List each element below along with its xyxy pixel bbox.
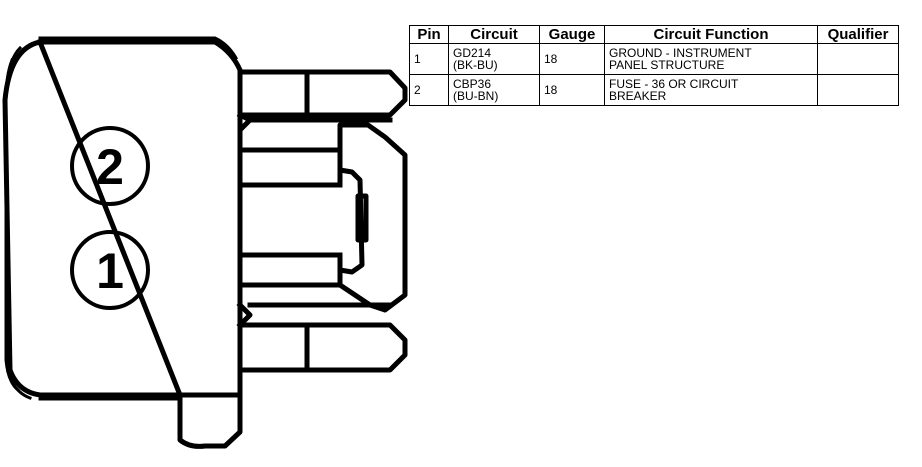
cavity-1-label: 1 <box>96 243 124 299</box>
latch-button <box>355 193 369 243</box>
circuit-code: GD214 <box>453 46 492 60</box>
function-line: PANEL STRUCTURE <box>609 58 725 72</box>
cell-pin: 2 <box>409 74 449 106</box>
table-header-row: Pin Circuit Gauge Circuit Function Quali… <box>409 25 899 44</box>
cell-function: FUSE - 36 OR CIRCUIT BREAKER <box>604 74 818 106</box>
terminal-tab-base <box>236 111 393 133</box>
cell-gauge: 18 <box>539 74 605 106</box>
circuit-color: (BU-BN) <box>453 89 499 103</box>
header-pin: Pin <box>409 25 449 44</box>
cell-pin: 1 <box>409 43 449 75</box>
header-circuit: Circuit <box>448 25 540 44</box>
cell-gauge: 18 <box>539 43 605 75</box>
latch-frame <box>237 122 408 313</box>
circuit-color: (BK-BU) <box>453 58 498 72</box>
cell-qualifier <box>817 43 899 75</box>
cavity-2-circle <box>70 126 150 206</box>
connector-drawing: 2 1 <box>2 36 408 449</box>
cavity-2-label: 2 <box>96 139 124 195</box>
cell-circuit: CBP36 (BU-BN) <box>448 74 540 106</box>
function-line: GROUND - INSTRUMENT <box>609 46 752 60</box>
circuit-code: CBP36 <box>453 77 492 91</box>
cavity-1-circle <box>70 230 150 310</box>
function-line: BREAKER <box>609 89 667 103</box>
header-circuit-function: Circuit Function <box>604 25 818 44</box>
table-row: 2 CBP36 (BU-BN) 18 FUSE - 36 OR CIRCUIT … <box>409 74 899 106</box>
function-line: FUSE - 36 OR CIRCUIT <box>609 77 739 91</box>
cell-function: GROUND - INSTRUMENT PANEL STRUCTURE <box>604 43 818 75</box>
connector-edge-layer <box>6 45 32 400</box>
header-qualifier: Qualifier <box>817 25 899 44</box>
cell-circuit: GD214 (BK-BU) <box>448 43 540 75</box>
connector-edge-layer <box>38 36 239 61</box>
cell-qualifier <box>817 74 899 106</box>
header-gauge: Gauge <box>539 25 605 44</box>
latch-inner <box>237 167 365 275</box>
pin-table: Pin Circuit Gauge Circuit Function Quali… <box>409 25 899 106</box>
terminal-tab-base <box>236 301 393 329</box>
terminal-tab-upper <box>237 69 408 118</box>
table-row: 1 GD214 (BK-BU) 18 GROUND - INSTRUMENT P… <box>409 43 899 75</box>
terminal-tab-lower <box>237 322 408 373</box>
